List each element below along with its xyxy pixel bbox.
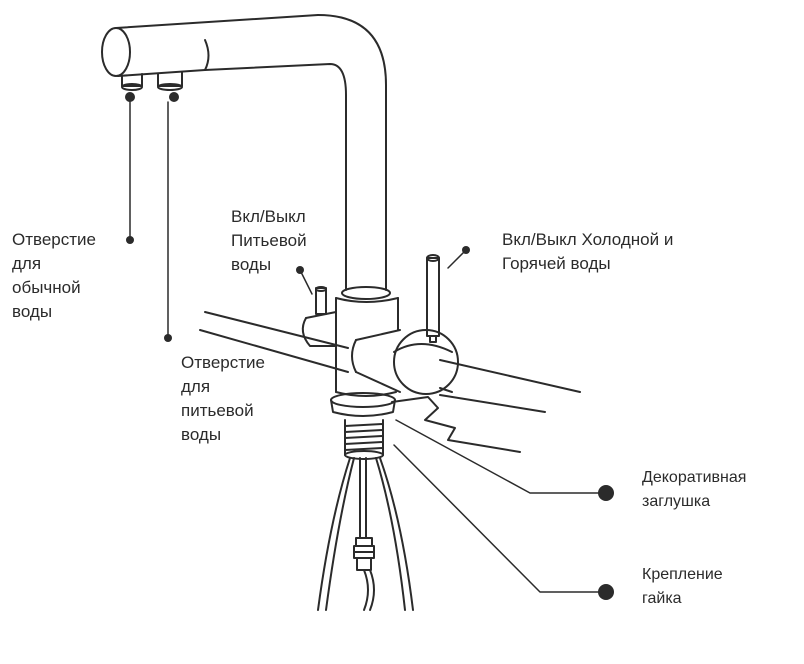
label-line: воды bbox=[231, 255, 272, 274]
faucet-body bbox=[335, 286, 399, 397]
label-line: для bbox=[181, 377, 211, 396]
label-drinking-water-outlet: Отверстие для питьевой воды bbox=[181, 351, 265, 447]
hot-cold-valve bbox=[351, 254, 459, 395]
label-mounting-nut: Крепление гайка bbox=[642, 563, 723, 611]
aerators bbox=[121, 71, 183, 91]
label-line: обычной bbox=[12, 278, 81, 297]
label-line: воды bbox=[12, 302, 53, 321]
label-line: заглушка bbox=[642, 493, 711, 510]
countertop bbox=[199, 311, 581, 413]
label-line: для bbox=[12, 254, 42, 273]
label-line: Отверстие bbox=[181, 353, 265, 372]
label-line: гайка bbox=[642, 590, 682, 607]
decorative-plate bbox=[391, 396, 521, 453]
label-regular-water-outlet: Отверстие для обычной воды bbox=[12, 228, 96, 324]
spout bbox=[101, 14, 387, 291]
label-line: Питьевой bbox=[231, 231, 307, 250]
drinking-valve bbox=[301, 286, 337, 347]
leader-lines bbox=[129, 101, 607, 593]
hose-fitting bbox=[353, 537, 375, 571]
label-line: Вкл/Выкл bbox=[231, 207, 306, 226]
label-line: питьевой bbox=[181, 401, 254, 420]
label-decorative-cap: Декоративная заглушка bbox=[642, 466, 746, 514]
mounting-nut bbox=[330, 392, 396, 460]
label-line: Вкл/Выкл Холодной и bbox=[502, 230, 674, 249]
supply-hoses bbox=[317, 457, 414, 611]
label-line: Горячей воды bbox=[502, 254, 611, 273]
label-line: Отверстие bbox=[12, 230, 96, 249]
leader-dots bbox=[125, 92, 614, 600]
label-line: Декоративная bbox=[642, 469, 747, 486]
label-drinking-water-switch: Вкл/Выкл Питьевой воды bbox=[231, 205, 307, 277]
label-hot-cold-switch: Вкл/Выкл Холодной и Горячей воды bbox=[502, 228, 673, 276]
label-line: Крепление bbox=[642, 566, 723, 583]
label-line: воды bbox=[181, 425, 222, 444]
